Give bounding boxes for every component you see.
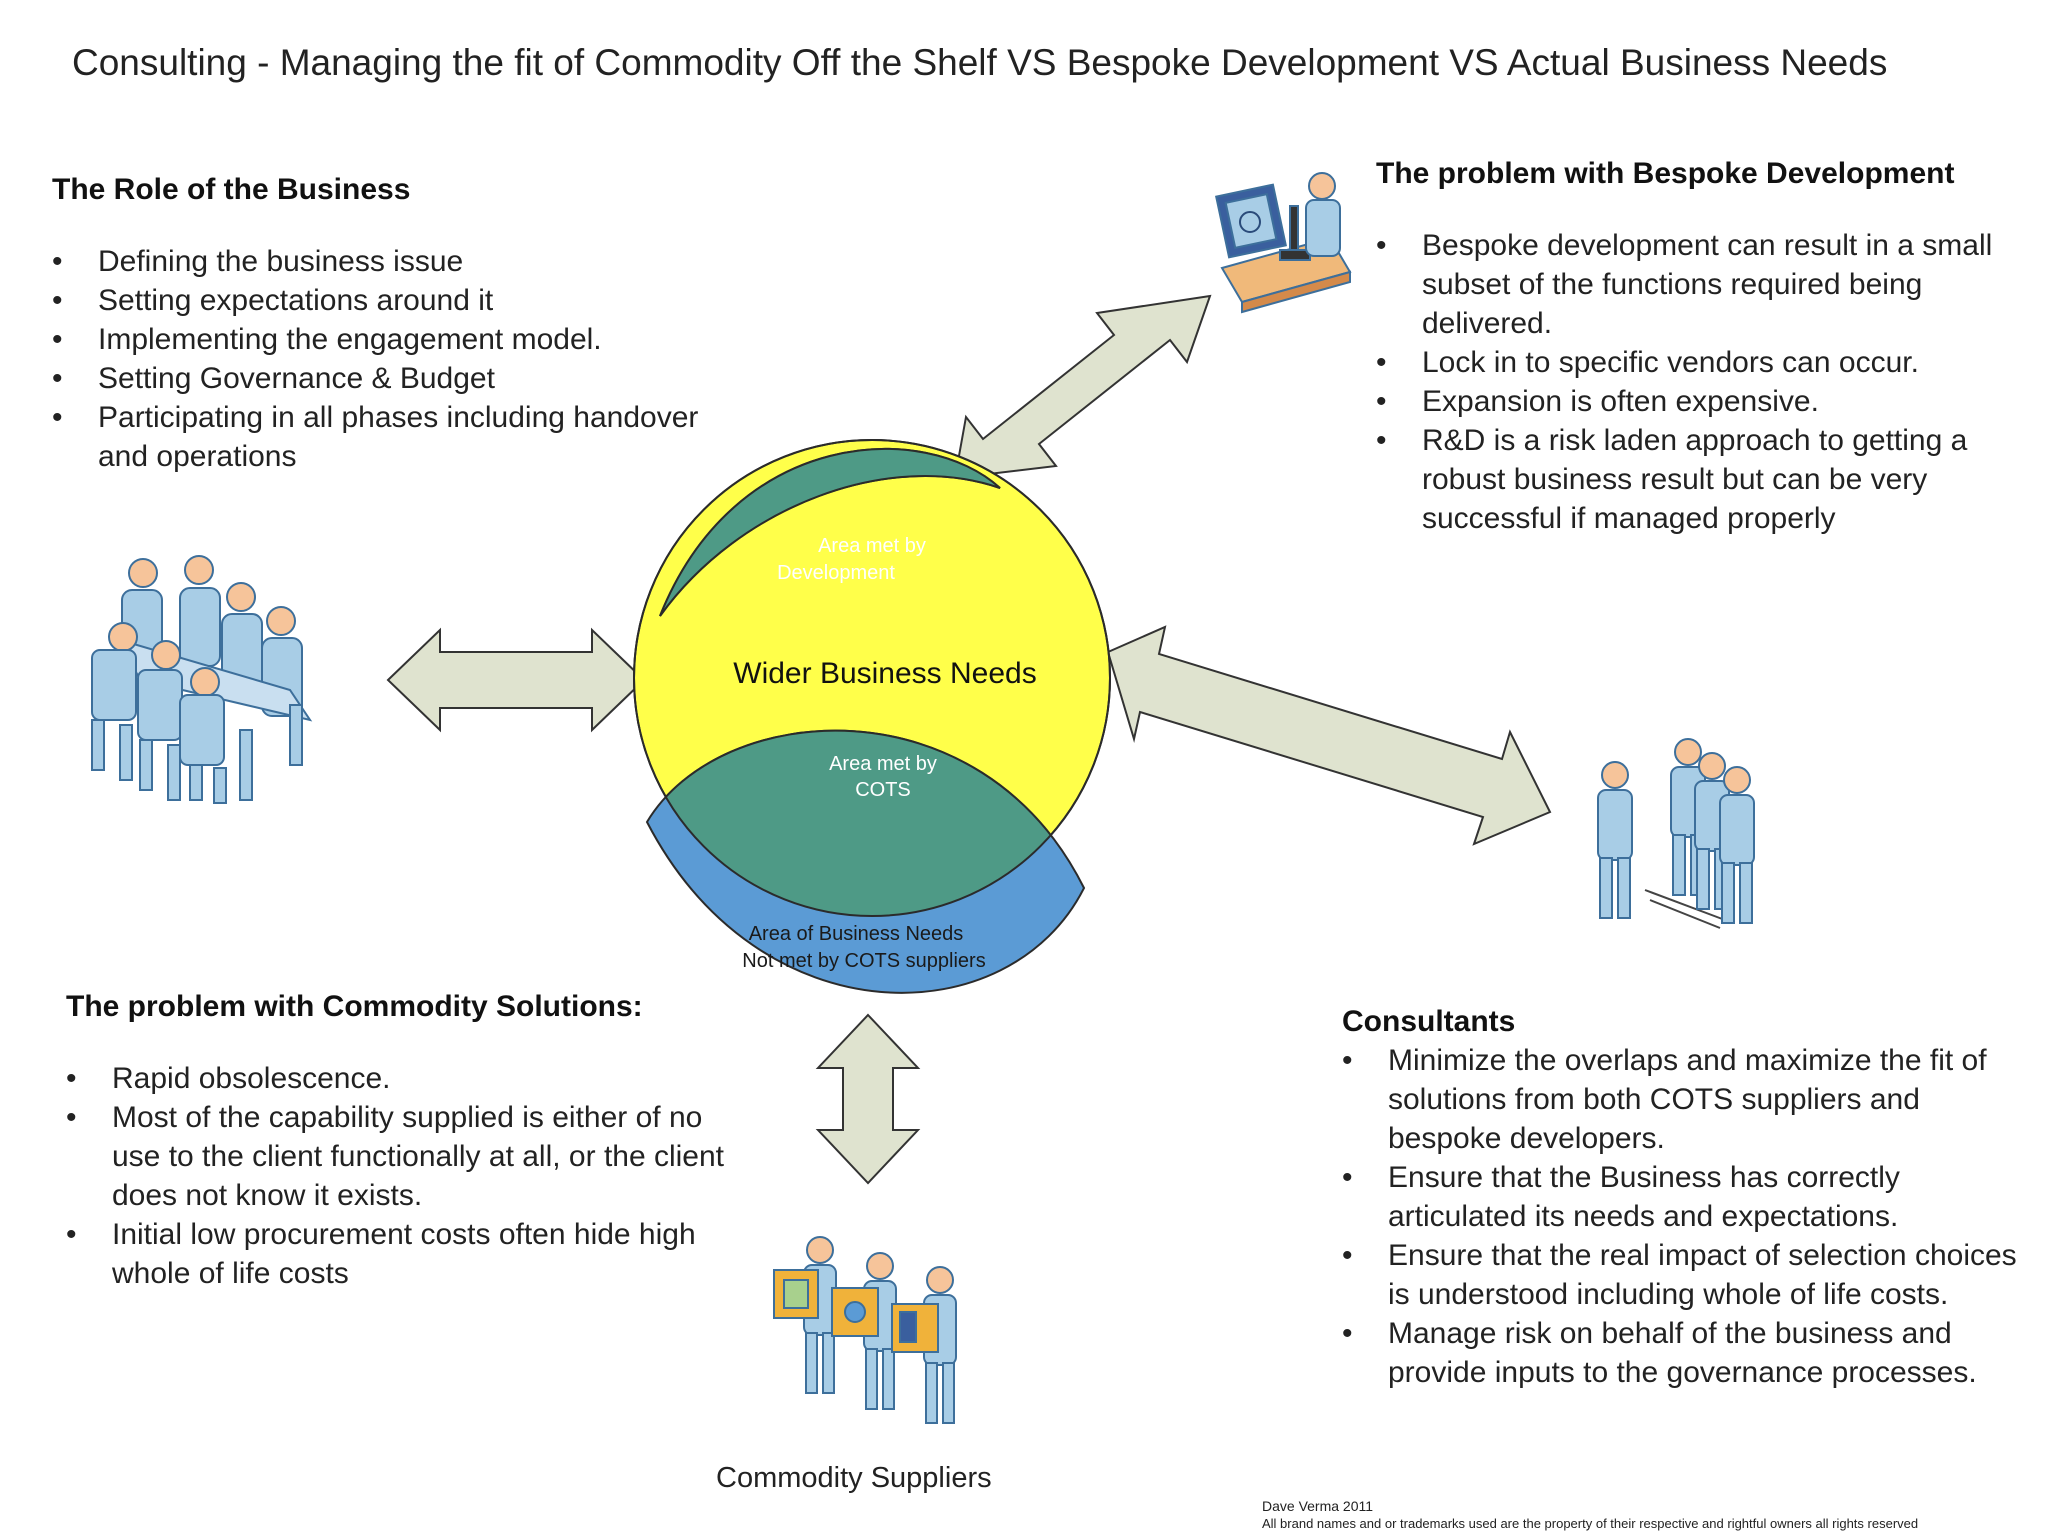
consultants-list: Minimize the overlaps and maximize the f…: [1342, 1041, 2028, 1392]
list-item: Lock in to specific vendors can occur.: [1376, 343, 2036, 382]
credit-author: Dave Verma 2011: [1262, 1498, 1374, 1514]
arrow-venn-consultants: [1106, 625, 1552, 846]
list-item: Initial low procurement costs often hide…: [66, 1215, 746, 1293]
list-item: R&D is a risk laden approach to getting …: [1376, 421, 2036, 538]
center-label: Wider Business Needs: [733, 657, 1036, 690]
list-item: Manage risk on behalf of the business an…: [1342, 1314, 2028, 1392]
list-item: Rapid obsolescence.: [66, 1059, 746, 1098]
consultants-heading: Consultants: [1342, 1005, 1516, 1038]
suppliers-label: Commodity Suppliers: [716, 1462, 992, 1494]
arrow-venn-bespoke: [953, 294, 1212, 480]
page-title: Consulting - Managing the fit of Commodi…: [72, 42, 1888, 83]
arrow-venn-suppliers: [815, 1013, 921, 1185]
list-item: Implementing the engagement model.: [52, 320, 752, 359]
list-item: Setting Governance & Budget: [52, 359, 752, 398]
list-item: Setting expectations around it: [52, 281, 752, 320]
development-overlap: [659, 448, 1001, 617]
credit-notice: All brand names and or trademarks used a…: [1262, 1516, 1919, 1531]
list-item: Expansion is often expensive.: [1376, 382, 2036, 421]
svg-text:COTS: COTS: [855, 779, 911, 801]
bespoke-list: Bespoke development can result in a smal…: [1376, 226, 2036, 538]
commodity-suppliers-icon: [773, 1236, 957, 1424]
list-item: Defining the business issue: [52, 242, 752, 281]
list-item: Most of the capability supplied is eithe…: [66, 1098, 746, 1215]
list-item: Ensure that the Business has correctly a…: [1342, 1158, 2028, 1236]
commodity-list: Rapid obsolescence. Most of the capabili…: [66, 1059, 746, 1293]
list-item: Participating in all phases including ha…: [52, 398, 752, 476]
bespoke-heading: The problem with Bespoke Development: [1376, 157, 1955, 190]
notmet-label: Area of Business Needs: [749, 923, 964, 945]
dev-label: Area met by: [818, 535, 926, 557]
list-item: Minimize the overlaps and maximize the f…: [1342, 1041, 2028, 1158]
svg-text:Not met by COTS suppliers: Not met by COTS suppliers: [742, 950, 985, 972]
business-heading: The Role of the Business: [52, 173, 411, 206]
business-list: Defining the business issue Setting expe…: [52, 242, 752, 476]
consultants-icon: [1597, 738, 1755, 929]
list-item: Ensure that the real impact of selection…: [1342, 1236, 2028, 1314]
commodity-heading: The problem with Commodity Solutions:: [66, 990, 643, 1023]
arrow-business-venn: [386, 627, 646, 733]
developer-desk-icon: [1215, 172, 1352, 314]
svg-text:Development: Development: [777, 562, 895, 584]
list-item: Bespoke development can result in a smal…: [1376, 226, 2036, 343]
cots-label: Area met by: [829, 753, 937, 775]
board-meeting-icon: [91, 555, 313, 804]
